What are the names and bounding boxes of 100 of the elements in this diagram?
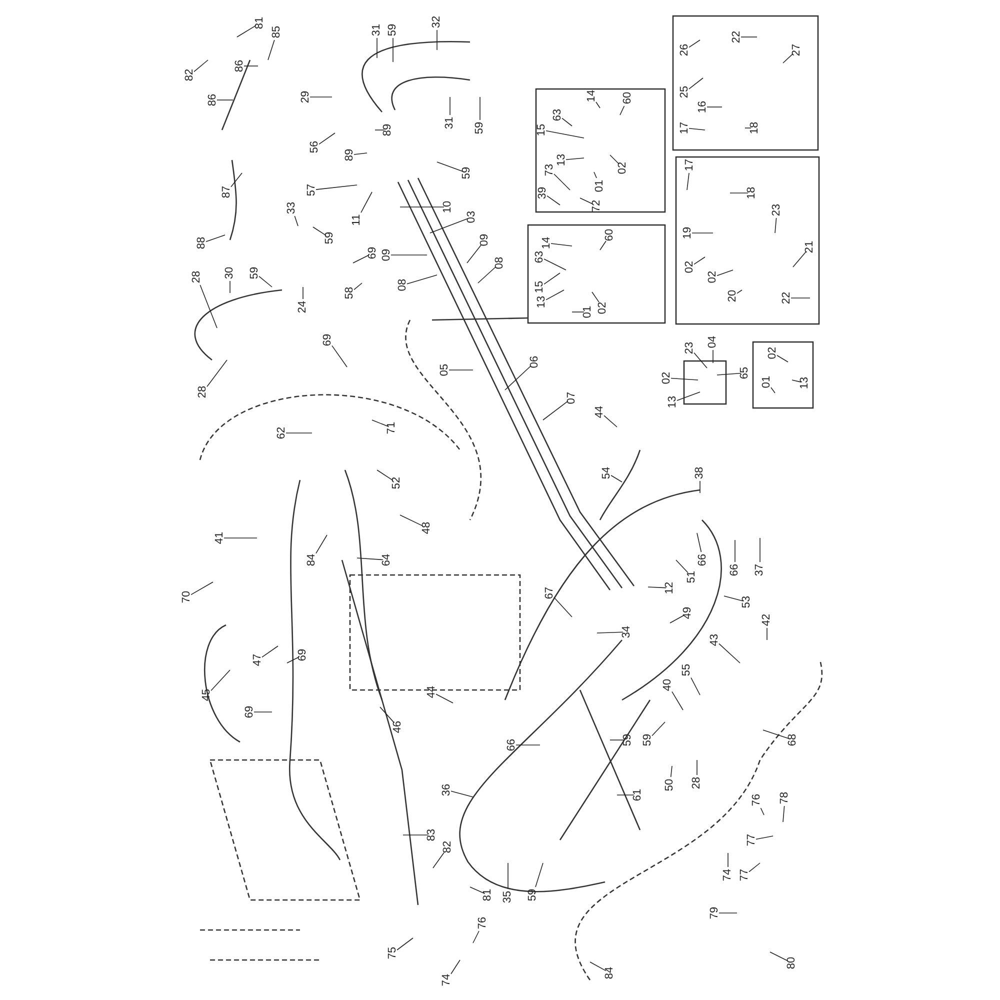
leader-line bbox=[210, 670, 230, 692]
callout-number: 59 bbox=[388, 24, 398, 36]
callout-number: 10 bbox=[442, 200, 454, 214]
callout-number: 82 bbox=[184, 68, 196, 82]
leader-line bbox=[546, 195, 560, 206]
callout-number: 02 bbox=[768, 346, 778, 360]
leader-line bbox=[268, 40, 275, 60]
callout-number: 40 bbox=[662, 678, 674, 692]
leader-line bbox=[590, 962, 606, 972]
leader-line bbox=[724, 596, 744, 602]
leader-line bbox=[332, 345, 348, 368]
leader-line bbox=[316, 184, 358, 190]
leader-line bbox=[436, 162, 464, 172]
leader-line bbox=[380, 706, 394, 723]
leader-line bbox=[258, 276, 272, 288]
leader-line bbox=[766, 628, 768, 640]
leader-line bbox=[554, 174, 570, 190]
callout-number: 23 bbox=[684, 342, 696, 354]
leader-line bbox=[672, 691, 684, 710]
callout-number: 21 bbox=[804, 240, 816, 254]
callout-number: 08 bbox=[494, 256, 506, 270]
leader-line bbox=[432, 852, 444, 868]
leader-line bbox=[236, 25, 256, 38]
callout-number: 09 bbox=[480, 234, 490, 246]
leader-line bbox=[450, 960, 460, 974]
callout-number: 63 bbox=[552, 108, 564, 122]
leader-line bbox=[190, 582, 214, 596]
callout-number: 65 bbox=[740, 366, 750, 380]
callout-number: 03 bbox=[466, 210, 478, 224]
callout-number: 15 bbox=[534, 280, 546, 294]
callout-number: 44 bbox=[426, 686, 438, 698]
callout-number: 06 bbox=[530, 356, 540, 368]
callout-number: 76 bbox=[752, 794, 762, 806]
callout-number: 54 bbox=[602, 466, 612, 480]
callout-number: 51 bbox=[686, 570, 698, 584]
callout-number: 56 bbox=[310, 140, 320, 154]
callout-number: 29 bbox=[300, 90, 312, 104]
leader-line bbox=[596, 102, 600, 108]
leader-line bbox=[718, 912, 738, 914]
leader-line bbox=[756, 836, 774, 840]
callout-number: 25 bbox=[680, 86, 690, 98]
callout-number: 14 bbox=[542, 236, 552, 250]
callout-number: 22 bbox=[732, 30, 742, 44]
callout-number: 12 bbox=[664, 582, 676, 594]
leader-line bbox=[620, 106, 625, 116]
leader-line bbox=[400, 206, 444, 208]
callout-number: 61 bbox=[632, 788, 644, 802]
callout-number: 48 bbox=[422, 522, 432, 534]
leader-line bbox=[580, 198, 594, 205]
callout-number: 20 bbox=[728, 290, 738, 302]
callout-number: 28 bbox=[192, 270, 202, 284]
leader-line bbox=[716, 270, 734, 276]
callout-number: 73 bbox=[544, 164, 556, 176]
callout-number: 80 bbox=[786, 956, 798, 970]
callout-number: 58 bbox=[344, 286, 356, 300]
leader-line bbox=[206, 234, 226, 242]
leader-line bbox=[594, 172, 597, 178]
leader-line bbox=[670, 766, 672, 778]
callout-number: 14 bbox=[586, 90, 598, 102]
leader-line bbox=[472, 930, 480, 944]
leader-line bbox=[262, 646, 278, 658]
leader-line bbox=[392, 38, 394, 62]
leader-line bbox=[360, 192, 372, 213]
leader-line bbox=[688, 128, 706, 130]
callout-number: 89 bbox=[382, 124, 394, 136]
callout-number: 84 bbox=[306, 554, 318, 566]
callout-number: 05 bbox=[440, 364, 450, 376]
callout-number: 72 bbox=[592, 200, 602, 212]
leader-line bbox=[430, 218, 468, 234]
leader-line bbox=[450, 790, 474, 798]
leader-line bbox=[230, 172, 242, 188]
callout-number: 52 bbox=[392, 476, 402, 490]
callout-number: 74 bbox=[442, 974, 452, 986]
callout-number: 84 bbox=[604, 966, 616, 980]
leader-line bbox=[610, 475, 622, 482]
leader-line bbox=[770, 387, 776, 394]
leader-line bbox=[356, 558, 384, 560]
callout-number: 32 bbox=[432, 16, 442, 28]
leader-line bbox=[748, 862, 760, 872]
leader-line bbox=[516, 744, 540, 746]
leader-line bbox=[310, 96, 332, 98]
callout-number: 22 bbox=[782, 292, 792, 304]
leader-line bbox=[604, 415, 618, 428]
callout-number: 42 bbox=[762, 614, 772, 626]
callout-number: 13 bbox=[536, 296, 548, 308]
leader-line bbox=[354, 282, 362, 290]
leader-line bbox=[544, 258, 566, 270]
callout-number: 76 bbox=[478, 916, 488, 930]
leader-line bbox=[535, 862, 544, 888]
leader-line bbox=[436, 694, 454, 704]
leader-line bbox=[782, 53, 794, 64]
leader-line bbox=[776, 355, 788, 362]
callout-number: 33 bbox=[286, 202, 298, 214]
leader-line bbox=[372, 420, 388, 427]
callout-number: 59 bbox=[462, 166, 472, 180]
leader-line bbox=[694, 352, 708, 368]
callout-number: 62 bbox=[276, 426, 288, 440]
callout-number: 89 bbox=[344, 148, 356, 162]
callout-number: 77 bbox=[746, 834, 758, 846]
callout-number: 69 bbox=[368, 246, 378, 260]
